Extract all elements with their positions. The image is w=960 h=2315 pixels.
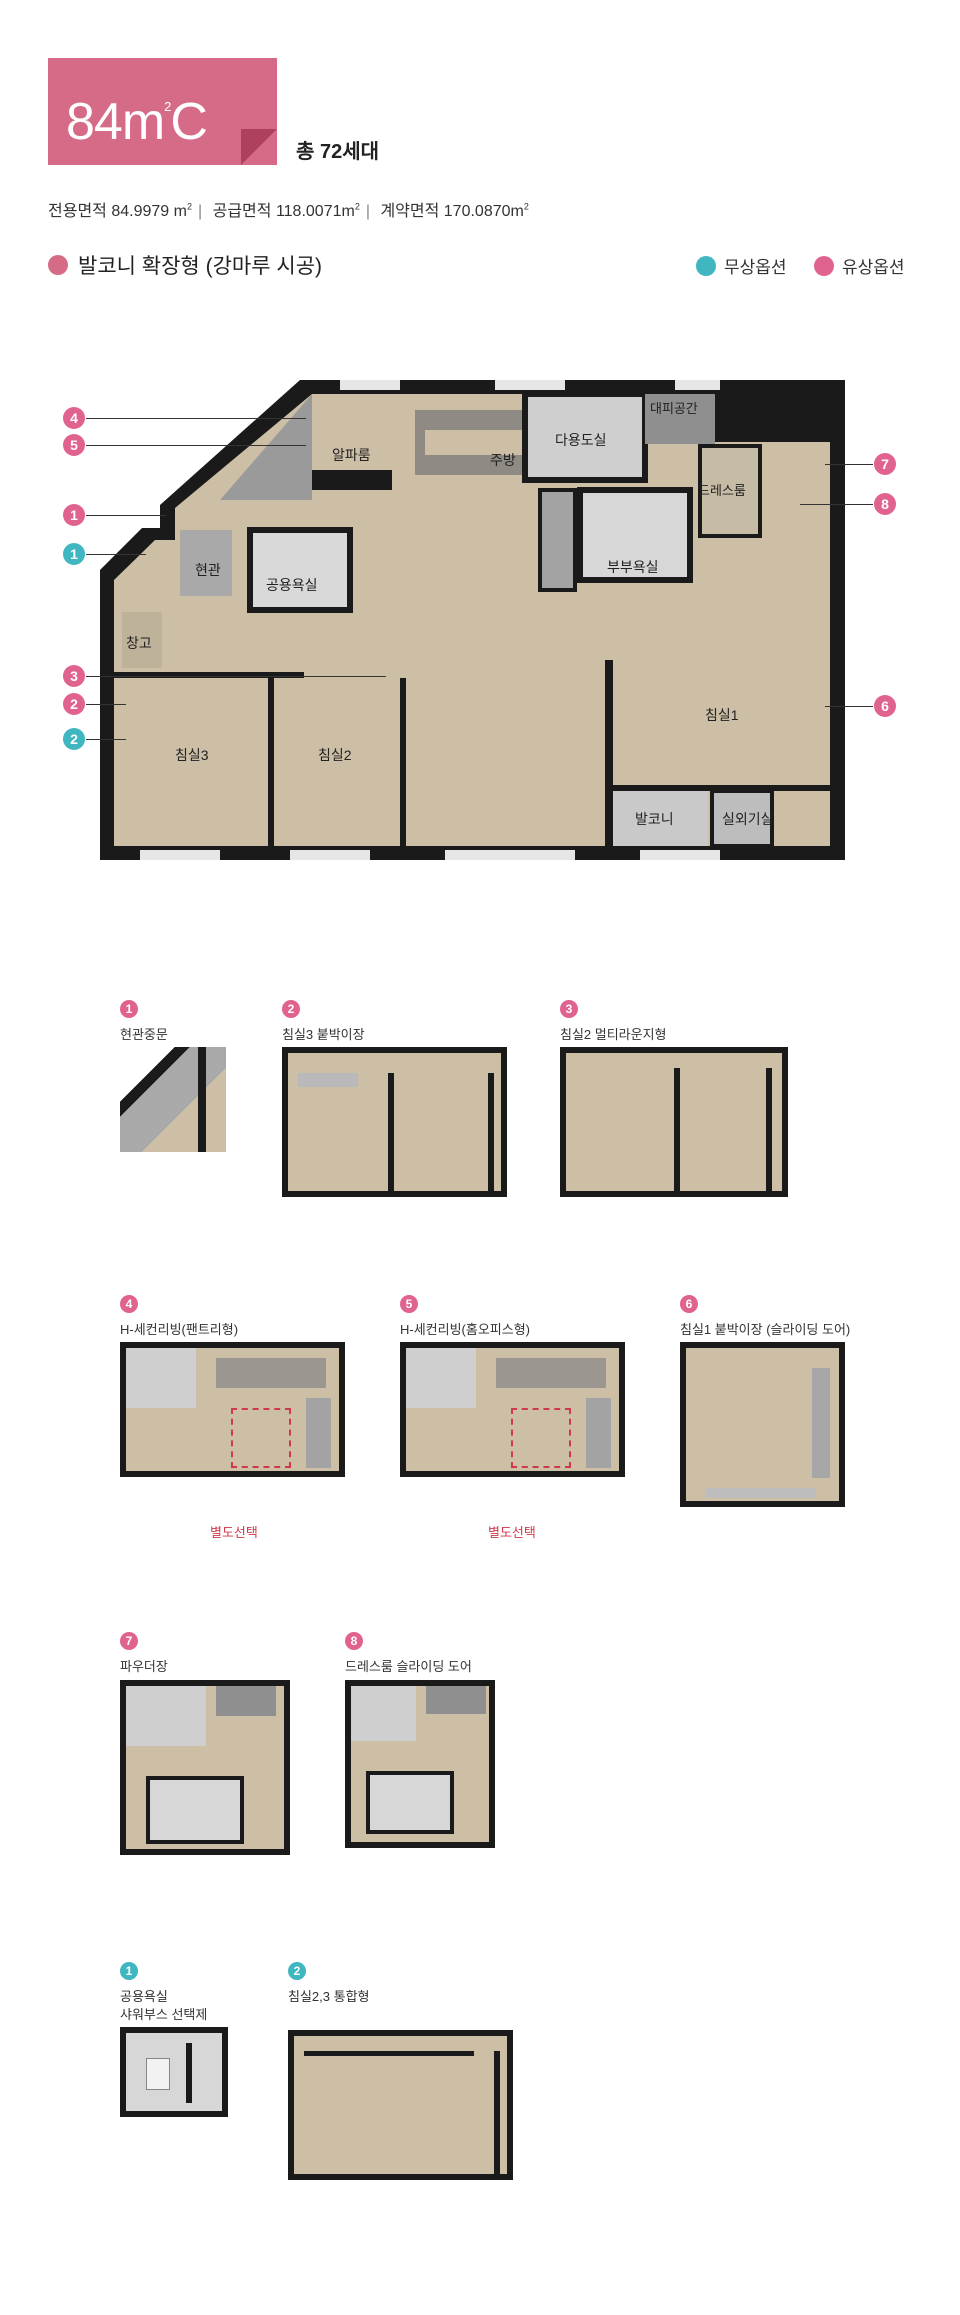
- free-option-2-label: 침실2,3 통합형: [288, 1989, 370, 2004]
- option-6-thumb: [680, 1342, 845, 1507]
- units-total: 총 72세대: [296, 141, 380, 163]
- room-outdoor-unit: 실외기실: [722, 811, 774, 827]
- free-option-2-num: 2: [288, 1962, 306, 1980]
- option-8-label: 드레스룸 슬라이딩 도어: [345, 1659, 472, 1674]
- option-4-label: H-세컨리빙(팬트리형): [120, 1322, 239, 1337]
- paid-option-dot: [814, 256, 834, 276]
- option-2-thumb: [282, 1047, 507, 1197]
- room-bedroom2: 침실2: [318, 747, 352, 763]
- room-dressroom: 드레스룸: [698, 483, 746, 498]
- plan-title: 발코니 확장형 (강마루 시공): [78, 255, 323, 278]
- option-5-note: 별도선택: [488, 1525, 536, 1540]
- option-5-label: H-세컨리빙(홈오피스형): [400, 1322, 531, 1337]
- alpha-wall: [312, 470, 392, 490]
- option-3-num: 3: [560, 1000, 578, 1018]
- plan-marker-2-free: 2: [63, 728, 85, 750]
- plan-marker-1-free: 1: [63, 543, 85, 565]
- plan-marker-5: 5: [63, 434, 85, 456]
- option-5-thumb: [400, 1342, 625, 1477]
- master-bath: [577, 487, 693, 583]
- room-bedroom1: 침실1: [705, 707, 739, 723]
- room-kitchen: 주방: [490, 452, 516, 468]
- unit-type-label: 84m2C: [66, 93, 208, 151]
- room-balcony: 발코니: [635, 811, 674, 827]
- fridge-area: [538, 488, 577, 592]
- shared-bath: [247, 527, 353, 613]
- dressroom: [698, 444, 762, 538]
- corridor-block: [220, 394, 312, 500]
- plan-marker-3: 3: [63, 665, 85, 687]
- plan-marker-2-paid: 2: [63, 693, 85, 715]
- free-option-1-label-line2: 샤워부스 선택제: [120, 2007, 208, 2022]
- option-7-thumb: [120, 1680, 290, 1855]
- plan-title-dot: [48, 255, 68, 275]
- free-option-1-thumb: [120, 2027, 228, 2117]
- balcony-floor: [613, 791, 708, 846]
- plan-marker-7: 7: [874, 453, 896, 475]
- option-1-thumb: [120, 1047, 226, 1152]
- option-5-num: 5: [400, 1295, 418, 1313]
- room-bedroom3: 침실3: [175, 747, 209, 763]
- option-4-num: 4: [120, 1295, 138, 1313]
- outdoor-unit-floor: [710, 789, 774, 848]
- free-option-legend: 무상옵션: [724, 258, 787, 277]
- option-1-label: 현관중문: [120, 1027, 168, 1042]
- option-3-label: 침실2 멀티라운지형: [560, 1027, 667, 1042]
- option-4-note: 별도선택: [210, 1525, 258, 1540]
- option-2-num: 2: [282, 1000, 300, 1018]
- option-5-dashed: [511, 1408, 571, 1468]
- area-info: 전용면적 84.9979 m2| 공급면적 118.0071m2| 계약면적 1…: [48, 201, 529, 220]
- badge-corner: [241, 129, 277, 165]
- option-4-dashed: [231, 1408, 291, 1468]
- option-2-label: 침실3 붙박이장: [282, 1027, 365, 1042]
- option-6-num: 6: [680, 1295, 698, 1313]
- option-8-thumb: [345, 1680, 495, 1848]
- free-option-1-label-line1: 공용욕실: [120, 1989, 168, 2004]
- plan-marker-6: 6: [874, 695, 896, 717]
- room-master-bath: 부부욕실: [607, 559, 659, 575]
- free-option-1-num: 1: [120, 1962, 138, 1980]
- room-evacuation: 대피공간: [650, 401, 698, 416]
- option-4-thumb: [120, 1342, 345, 1477]
- plan-marker-4: 4: [63, 407, 85, 429]
- plan-marker-1-paid: 1: [63, 504, 85, 526]
- room-storage: 창고: [126, 635, 152, 651]
- option-7-num: 7: [120, 1632, 138, 1650]
- plan-marker-8: 8: [874, 493, 896, 515]
- storage-floor: [122, 612, 162, 668]
- evacuation-space: [645, 394, 715, 444]
- option-8-num: 8: [345, 1632, 363, 1650]
- entrance-floor: [180, 530, 232, 596]
- type-badge: [48, 58, 277, 165]
- kitchen-counter: [415, 410, 530, 475]
- room-alpha: 알파룸: [332, 447, 371, 463]
- room-shared-bath: 공용욕실: [266, 577, 318, 593]
- room-entrance: 현관: [195, 562, 221, 578]
- option-1-num: 1: [120, 1000, 138, 1018]
- free-option-dot: [696, 256, 716, 276]
- free-option-2-thumb: [288, 2030, 513, 2180]
- paid-option-legend: 유상옵션: [842, 258, 905, 277]
- option-7-label: 파우더장: [120, 1659, 168, 1674]
- floor-plan: 현관 공용욕실 창고 알파룸 주방 다용도실 대피공간 드레스룸 부부욕실 침실…: [100, 380, 845, 860]
- option-6-label: 침실1 붙박이장 (슬라이딩 도어): [680, 1322, 851, 1337]
- option-3-thumb: [560, 1047, 788, 1197]
- room-utility: 다용도실: [555, 432, 607, 448]
